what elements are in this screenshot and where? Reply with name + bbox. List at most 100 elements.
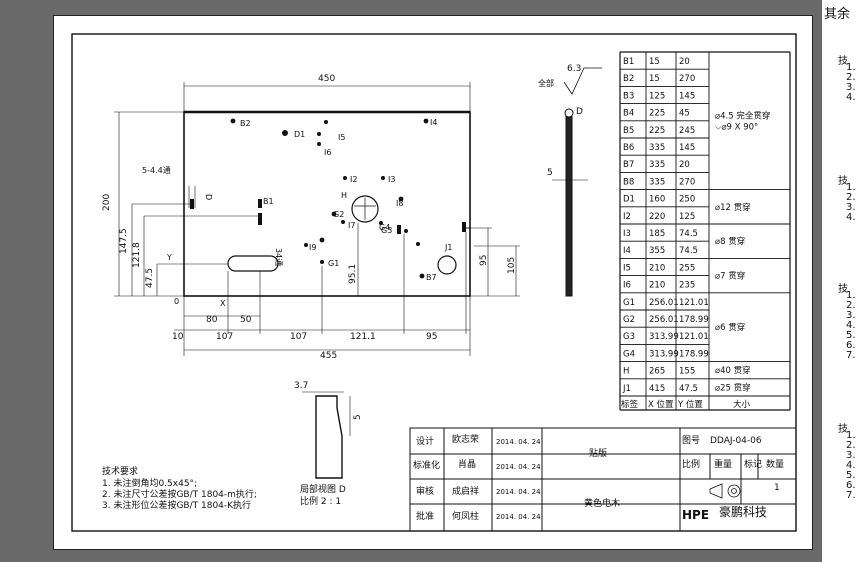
right-note-line: 技 [838,176,848,187]
hole-table-label: I2 [623,212,631,222]
hole-table-y: 178.99 [679,349,709,359]
dim-top: 450 [318,74,335,84]
dimension-values: 450 200 147.5 121.8 47.5 10 80 50 107 10… [102,74,517,361]
tb-weight: 重量 [714,458,732,470]
right-note-line: 1. [846,182,856,193]
tb-approve-date: 2014. 04. 24 [496,513,541,521]
hole-table-label: B4 [623,109,634,119]
right-note-line: 1. [846,62,856,73]
label-B1: B1 [263,197,274,206]
slot [227,255,279,272]
hole-table-y: 74.5 [679,229,698,239]
dim-80: 80 [206,315,218,325]
drawing-sheet: B2 D1 I5 I6 I4 I2 I3 G2 G4 H I8 I7 I9 G1… [53,15,813,550]
hole-table-size: ⌀6 贯穿 [715,322,745,333]
right-note-line: 5. [846,470,856,481]
hole-table-label: B2 [623,74,634,84]
label-I2: I2 [350,175,357,184]
surface-value: 6.3 [567,64,581,74]
right-note-line: 技 [838,424,848,435]
tb-approve: 批准 [416,510,434,522]
hole-table-size: ⌀8 贯穿 [715,236,745,247]
surface-finish-symbol [563,67,602,95]
hole-table-y: 270 [679,74,695,84]
tb-drawing-no-label: 图号 [682,435,700,446]
right-note-line: 6. [846,480,856,491]
hole-table-y: 235 [679,281,695,291]
hole-table-y: 121.01 [679,298,709,308]
label-y: Y [166,253,172,262]
tb-drawing-no: DDAJ-04-06 [710,436,762,446]
hole-table-y: 250 [679,195,695,205]
tb-company: 豪鹏科技 [719,504,767,519]
dim-95-1: 95.1 [348,264,358,284]
plate-hole-labels: B2 D1 I5 I6 I4 I2 I3 G2 G4 H I8 I7 I9 G1… [142,118,452,308]
hole-table-size: ⌀25 贯穿 [715,382,751,393]
right-note-line: 1. [846,430,856,441]
hole-table-header: Y 位置 [677,399,703,410]
label-H: H [341,191,347,200]
right-note-line: 4. [846,92,856,103]
title-fragment: 其余 [824,7,851,22]
hole-table-label: B1 [623,57,634,67]
dim-147: 147.5 [119,228,129,254]
tb-standard-name: 肖晶 [458,458,476,470]
hole-table-y: 270 [679,177,695,187]
label-B2: B2 [240,119,251,128]
label-thread: 34通 [274,248,284,266]
hole-table-y: 245 [679,126,695,136]
hole-table-x: 210 [649,281,665,291]
right-note-line: 7. [846,490,856,501]
hole-table-y: 255 [679,263,695,273]
label-G1: G1 [328,259,339,268]
label-I4: I4 [430,118,437,127]
right-note-line: 4. [846,460,856,471]
hole-table-y: 121.01 [679,332,709,342]
detail-title: 局部视图 D [300,483,346,495]
detail-scale: 比例 2 : 1 [300,495,341,507]
hole-table-x: 160 [649,195,665,205]
hole-table-label: B5 [623,126,634,136]
right-note-line: 2. [846,72,856,83]
title-block [409,427,797,532]
label-I3: I3 [388,175,395,184]
hole-table-y: 20 [679,160,690,170]
dimension-lines [114,82,520,356]
right-note-line: 4. [846,320,856,331]
side-view [552,108,588,297]
tb-standard-date: 2014. 04. 24 [496,463,541,471]
right-note-line: 3. [846,202,856,213]
hole-table-label: G1 [623,298,635,308]
right-note-line: 4. [846,212,856,223]
hole-table-x: 125 [649,91,665,101]
tb-ratio: 比例 [682,458,700,470]
right-note-line: 5. [846,330,856,341]
side-label: D [576,107,583,117]
dim-10: 10 [172,332,184,342]
tech-line-2: 2. 未注尺寸公差按GB/T 1804-m执行; [102,488,257,500]
hole-table-label: I5 [623,263,631,273]
hole-table-y: 20 [679,57,690,67]
tb-qty: 数量 [766,458,784,470]
right-note-line: 技 [838,284,848,295]
hole-table-x: 185 [649,229,665,239]
projection-symbol [709,483,741,499]
hole-table-x: 225 [649,109,665,119]
hole-table-y: 74.5 [679,246,698,256]
tb-design: 设计 [416,435,434,447]
hole-table-y: 45 [679,109,690,119]
detail-dim-w: 3.7 [294,381,308,391]
hole-table-label: G4 [623,349,635,359]
label-G4: G4 [379,223,390,232]
label-slot-dim: 5-4.4通 [142,165,171,175]
tb-designer: 欧志荣 [452,433,479,445]
tech-title: 技术要求 [102,465,138,477]
label-x: X [220,299,226,308]
tech-line-3: 3. 未注形位公差按GB/T 1804-K执行 [102,499,251,511]
tb-review-date: 2014. 04. 24 [496,488,541,496]
hole-table-label: B6 [623,143,634,153]
dim-455: 455 [320,351,337,361]
